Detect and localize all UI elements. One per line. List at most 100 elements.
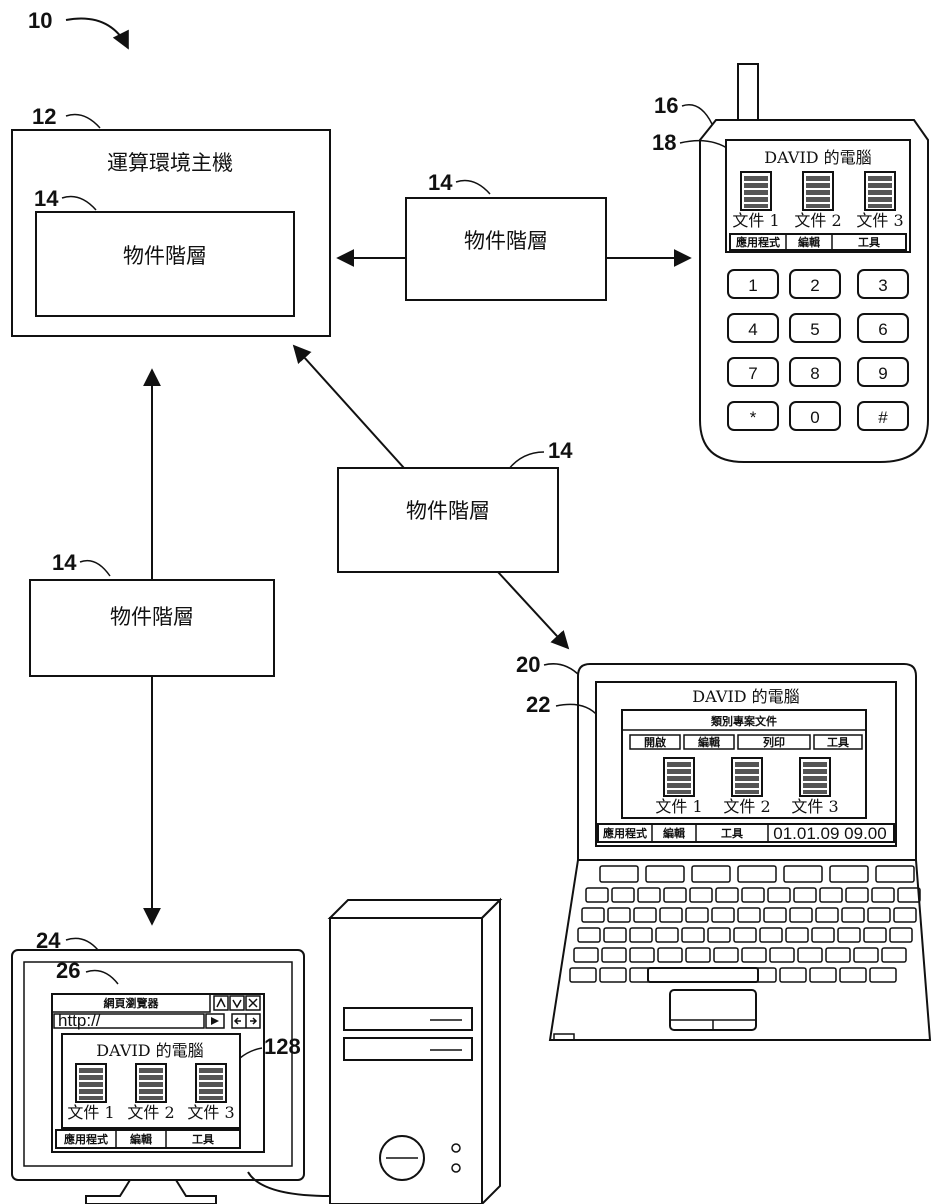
laptop-key-24 [659,907,683,923]
tower-led-2 [451,1163,461,1173]
laptop-ref: 20 [516,652,540,677]
browser-maximize-icon [232,999,242,1009]
laptop-key-34 [577,927,601,943]
layer-desktop-ref: 14 [52,550,77,575]
desktop-monitor-bezel [23,961,293,1167]
phone-file-3-icon [864,171,896,211]
laptop-key-4 [737,865,777,883]
laptop-key-49 [629,947,655,963]
host-object-layer-box [35,211,295,317]
host-title: 運算環境主機 [107,151,233,175]
browser-minimize-button[interactable] [213,995,229,1011]
laptop-key-1 [599,865,639,883]
laptop-tab-print [737,734,811,750]
phone-file-2-icon [802,171,834,211]
phone-file-2-label: 文件 2 [794,211,841,230]
browser-content-ref: 128 [264,1034,301,1059]
phone-menu-tools: 工具 [858,236,880,249]
laptop-key-28 [763,907,787,923]
laptop-file-2-icon [731,757,763,797]
laptop-tab-edit-label: 編輯 [698,735,720,749]
laptop-key-23 [633,907,657,923]
phone-menu-bar [729,233,907,251]
phone-key-hash-label: # [878,408,888,427]
mobile-phone: 16 18 DAVID 的電腦 文件 1 文件 2 文件 3 應用程式 編輯 工… [652,63,929,463]
browser-leader [85,969,119,985]
go-arrow-icon [211,1017,219,1025]
phone-file-1-label: 文件 1 [732,211,779,230]
laptop-key-6 [829,865,869,883]
laptop-spacebar [647,967,759,983]
laptop-key-60 [599,967,627,983]
tower-led-1 [451,1143,461,1153]
layer-desktop-label: 物件階層 [110,605,194,629]
phone-key-hash [857,401,909,431]
laptop-key-36 [629,927,653,943]
desktop-screen-title: DAVID 的電腦 [96,1041,203,1060]
laptop-clock: 01.01.09 09.00 [773,824,886,843]
browser-minimize-icon [216,997,226,1008]
laptop-key-17 [819,887,843,903]
phone-ref: 16 [654,93,678,118]
laptop-key-43 [811,927,835,943]
laptop-file-3-label: 文件 3 [791,797,838,816]
object-layer-desktop: 14 物件階層 [29,368,275,926]
phone-screen-title: DAVID 的電腦 [764,148,871,167]
laptop-key-44 [837,927,861,943]
phone-key-3-label: 3 [878,276,887,295]
laptop-key-54 [769,947,795,963]
phone-key-4-label: 4 [748,320,757,339]
laptop-key-11 [663,887,687,903]
laptop-key-46 [889,927,913,943]
layer-phone-leader [455,179,491,195]
laptop-indicator [553,1033,575,1041]
desktop-menu-bar [55,1129,241,1149]
layer-laptop-label: 物件階層 [406,499,490,523]
laptop-file-1-label: 文件 1 [655,797,702,816]
laptop-key-3 [691,865,731,883]
laptop-base [548,859,932,1041]
phone-key-8-label: 8 [810,364,819,383]
laptop-taskbar-apps: 應用程式 [603,826,647,840]
laptop-key-53 [741,947,767,963]
desktop-file-3-icon [195,1063,227,1103]
desktop-leader [65,937,99,951]
layer-laptop-ref: 14 [548,438,573,463]
laptop-tab-tools [813,734,863,750]
object-layer-phone: 14 物件階層 [336,170,692,301]
laptop-tab-open-label: 開啟 [644,735,667,749]
phone-key-7-label: 7 [748,364,757,383]
browser-address-text: http:// [58,1011,101,1030]
phone-menu-edit: 編輯 [798,235,820,249]
laptop-tab-edit [683,734,735,750]
laptop-key-51 [685,947,711,963]
desktop-file-1-label: 文件 1 [67,1103,114,1122]
phone-leader [681,104,713,125]
browser-go-button[interactable] [205,1013,225,1029]
laptop-key-68 [839,967,867,983]
laptop-taskbar-tools: 工具 [721,827,743,840]
object-layer-laptop: 14 物件階層 [292,344,573,650]
laptop-key-41 [759,927,783,943]
laptop-key-59 [569,967,597,983]
host-layer-leader [61,195,97,211]
host-layer-ref: 14 [34,186,59,211]
desktop-file-2-label: 文件 2 [127,1103,174,1122]
browser-maximize-button[interactable] [229,995,245,1011]
laptop-key-16 [793,887,817,903]
laptop-key-56 [825,947,851,963]
desktop-file-3-label: 文件 3 [187,1103,234,1122]
arrow-center-to-host [292,344,405,469]
laptop-file-1-icon [663,757,695,797]
laptop-key-8 [585,887,609,903]
browser-address-bar[interactable] [53,1013,205,1029]
laptop-window-title: 類別專案文件 [710,714,777,728]
phone-key-star-label: * [750,408,757,427]
browser-close-button[interactable] [245,995,261,1011]
desktop-monitor-stand [85,1179,217,1204]
layer-laptop-box [337,467,559,573]
laptop-key-45 [863,927,887,943]
laptop-key-22 [607,907,631,923]
desktop-ref: 24 [36,928,61,953]
phone-file-3-label: 文件 3 [856,211,903,230]
